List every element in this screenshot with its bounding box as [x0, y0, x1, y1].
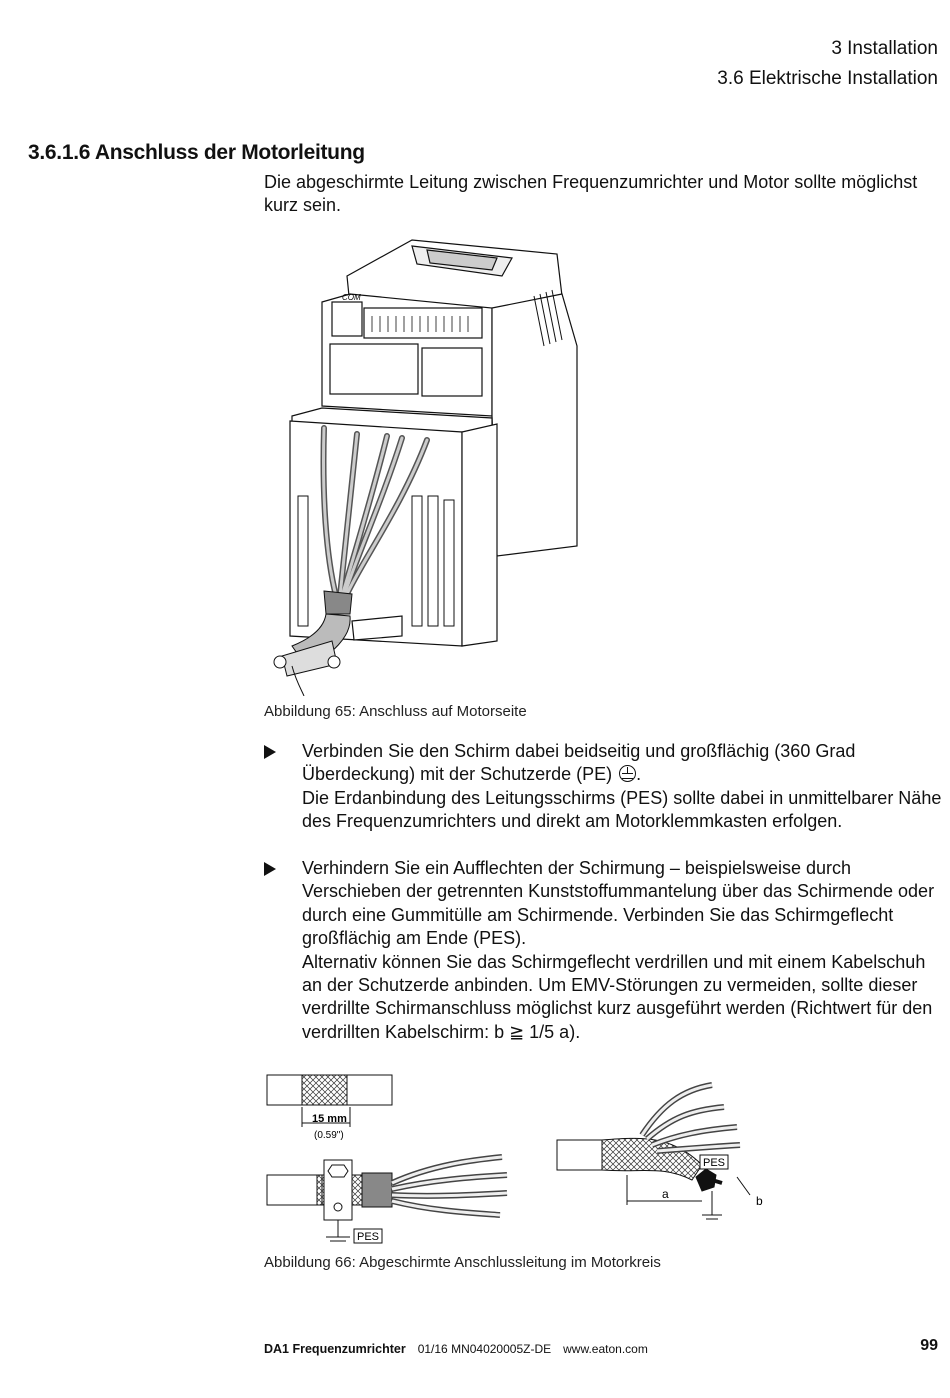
- page-number: 99: [920, 1337, 938, 1354]
- intro-paragraph: Die abgeschirmte Leitung zwischen Freque…: [264, 172, 918, 216]
- ground-icon: [619, 765, 637, 783]
- section-title: 3.6.1.6 Anschluss der Motorleitung: [28, 141, 365, 164]
- footer-url[interactable]: www.eaton.com: [563, 1342, 648, 1356]
- figure-66-caption: Abbildung 66: Abgeschirmte Anschlussleit…: [264, 1254, 661, 1271]
- bullet-arrow-icon: [264, 862, 276, 876]
- footer-product: DA1 Frequenzumrichter: [264, 1342, 406, 1356]
- footer: DA1 Frequenzumrichter 01/16 MN04020005Z-D…: [264, 1342, 648, 1356]
- dim-inch-label: (0.59"): [314, 1130, 344, 1141]
- bullet-2-para1: Verhindern Sie ein Aufflechten der Schir…: [302, 858, 935, 949]
- header-section: 3.6 Elektrische Installation: [717, 68, 938, 89]
- bullet-1-line1-end: .: [636, 764, 642, 785]
- dim-15mm-label: 15 mm: [312, 1113, 347, 1125]
- com-label: COM: [342, 293, 361, 302]
- header-chapter: 3 Installation: [831, 38, 938, 59]
- pes-label-left: PES: [357, 1231, 379, 1243]
- label-a: a: [662, 1187, 669, 1201]
- pes-label-right: PES: [703, 1157, 725, 1169]
- figure-66-shielded-cable-diagram: 15 mm (0.59") PES: [266, 1074, 763, 1244]
- bullet-2-para2: Alternativ können Sie das Schirmgeflecht…: [302, 951, 933, 1042]
- bullet-1-line1: Verbinden Sie den Schirm dabei beidseiti…: [302, 741, 856, 785]
- figure-65-caption: Abbildung 65: Anschluss auf Motorseite: [264, 703, 527, 720]
- bullet-arrow-icon: [264, 745, 276, 759]
- label-b: b: [756, 1194, 763, 1208]
- footer-date: 01/16 MN04020005Z-DE: [417, 1342, 552, 1356]
- figure-65-drive-illustration: COM: [273, 239, 578, 696]
- bullet-1-para2: Die Erdanbindung des Leitungsschirms (PE…: [302, 787, 942, 832]
